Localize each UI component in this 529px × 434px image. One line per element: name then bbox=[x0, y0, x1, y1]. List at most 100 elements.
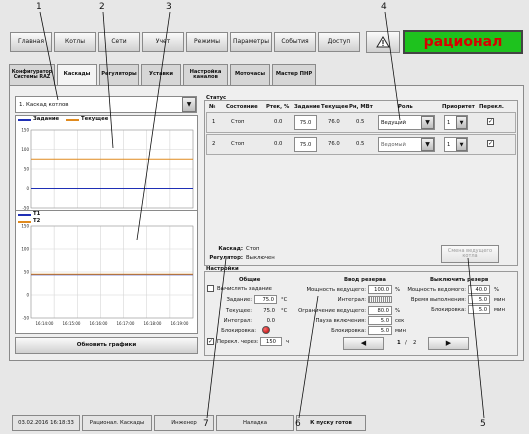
nav-main-button[interactable]: Главная bbox=[10, 32, 52, 52]
reserve-out-power-input[interactable]: 40.0 bbox=[468, 285, 490, 294]
reserve-out-time-label: Время выполнения: bbox=[410, 297, 466, 303]
callout-5: 5 bbox=[480, 419, 486, 429]
table-row bbox=[206, 134, 516, 155]
reserve-out-block-input[interactable]: 5.0 bbox=[468, 305, 490, 314]
reserve-in-block-input[interactable]: 5.0 bbox=[368, 326, 392, 335]
reserve-in-block-unit: мин bbox=[395, 328, 406, 334]
y-tick-label: -50 bbox=[22, 206, 29, 211]
row1-current: 76.0 bbox=[328, 119, 340, 125]
nav-events-button[interactable]: События bbox=[274, 32, 316, 52]
tab-motor-hours[interactable]: Моточасы bbox=[230, 64, 270, 85]
reserve-out-power-label: Мощность ведомого: bbox=[407, 287, 466, 293]
nav-boilers-button[interactable]: Котлы bbox=[54, 32, 96, 52]
callout-6: 6 bbox=[295, 419, 301, 429]
row2-role-select[interactable]: Ведомый bbox=[378, 137, 435, 152]
regulator-status-label: Регулятор: bbox=[209, 255, 243, 261]
general-block-label: Блокировка: bbox=[221, 328, 256, 334]
row2-current: 76.0 bbox=[328, 141, 340, 147]
row2-role-arrow[interactable]: ▼ bbox=[421, 138, 434, 151]
page-next-button[interactable]: ▶ bbox=[428, 337, 469, 350]
change-leader-button[interactable]: Смена ведущего котла bbox=[441, 245, 499, 263]
switch-through-checkbox[interactable]: ✓ bbox=[207, 338, 214, 345]
reserve-out-power-unit: % bbox=[494, 287, 500, 293]
callout-4: 4 bbox=[381, 2, 387, 12]
row2-priority-value: 1 bbox=[447, 141, 451, 148]
row1-number: 1 bbox=[212, 119, 216, 125]
y-tick-label: 150 bbox=[21, 128, 29, 133]
reserve-out-time-input[interactable]: 5.0 bbox=[468, 295, 490, 304]
switch-through-input[interactable]: 150 bbox=[260, 337, 282, 346]
cascade-select-value: 1. Каскад котлов bbox=[19, 101, 69, 108]
reserve-out-time-unit: мин bbox=[494, 297, 505, 303]
row2-priority-arrow[interactable]: ▼ bbox=[456, 138, 467, 151]
row1-priority-arrow[interactable]: ▼ bbox=[456, 116, 467, 129]
row1-priority-value: 1 bbox=[447, 119, 451, 126]
page-total: 2 bbox=[413, 340, 417, 346]
y-tick-label: 0 bbox=[26, 186, 29, 191]
row2-switch-checkbox[interactable]: ✓ bbox=[487, 140, 494, 147]
nav-params-button[interactable]: Параметры bbox=[230, 32, 272, 52]
col-ptek: Ртек, % bbox=[266, 104, 290, 110]
general-setpoint-unit: °C bbox=[281, 297, 288, 303]
page-current: 1 bbox=[397, 340, 401, 346]
x-tick-label: 16:14:00 bbox=[36, 321, 54, 326]
y-tick-label: -50 bbox=[22, 316, 29, 321]
tab-commissioning-wizard[interactable]: Мастер ПНР bbox=[272, 64, 316, 85]
general-current-label: Текущее: bbox=[225, 308, 252, 314]
reserve-in-integral-bar bbox=[368, 296, 392, 303]
table-row bbox=[206, 112, 516, 133]
nav-modes-button[interactable]: Режимы bbox=[186, 32, 228, 52]
legend-current-label: Текущее bbox=[81, 116, 109, 122]
reserve-out-title: Выключить резерв bbox=[430, 277, 489, 283]
general-setpoint-input[interactable]: 75.0 bbox=[254, 295, 277, 304]
reserve-out-block-label: Блокировка: bbox=[431, 307, 466, 313]
reserve-in-title: Ввод резерва bbox=[344, 277, 386, 283]
arrow-left-icon: ◀ bbox=[360, 338, 367, 347]
row2-pn: 0.5 bbox=[356, 141, 365, 147]
warning-button[interactable] bbox=[366, 31, 400, 53]
nav-metering-button[interactable]: Учет bbox=[142, 32, 184, 52]
legend-swatch-current bbox=[66, 119, 79, 121]
refresh-charts-button[interactable]: Обновить графики bbox=[15, 337, 198, 354]
row2-setpoint-input[interactable]: 75.0 bbox=[294, 137, 317, 152]
tab-cascades[interactable]: Каскады bbox=[57, 64, 97, 85]
chevron-down-icon: ▼ bbox=[425, 141, 430, 148]
legend-t1-label: T1 bbox=[33, 211, 41, 217]
regulator-status-value: Выключен bbox=[246, 255, 275, 261]
reserve-in-pause-label: Пауза включения: bbox=[315, 318, 366, 324]
row2-role-value: Ведомый bbox=[381, 141, 406, 148]
plot-frame bbox=[30, 225, 194, 319]
tab-configurator[interactable]: Конфигуратор Системы RAZ bbox=[9, 64, 55, 85]
tab-setpoints[interactable]: Уставки bbox=[141, 64, 181, 85]
col-setpoint: Задание bbox=[294, 104, 321, 110]
tab-regulators[interactable]: Регуляторы bbox=[99, 64, 139, 85]
row1-switch-checkbox[interactable]: ✓ bbox=[487, 118, 494, 125]
cascade-select-arrow[interactable]: ▼ bbox=[182, 97, 196, 112]
chevron-down-icon: ▼ bbox=[459, 119, 464, 126]
reserve-in-pause-input[interactable]: 5.0 bbox=[368, 316, 392, 325]
col-priority: Приоритет bbox=[442, 104, 475, 110]
nav-access-button[interactable]: Доступ bbox=[318, 32, 360, 52]
row2-ptek: 0.0 bbox=[274, 141, 283, 147]
row1-role-value: Ведущий bbox=[381, 119, 407, 126]
block-indicator-lamp bbox=[262, 326, 270, 334]
calc-setpoint-checkbox[interactable] bbox=[207, 285, 214, 292]
x-tick-label: 16:18:00 bbox=[144, 321, 162, 326]
reserve-in-power-label: Мощность ведущего: bbox=[306, 287, 366, 293]
page-prev-button[interactable]: ◀ bbox=[343, 337, 384, 350]
y-tick-label: 150 bbox=[21, 224, 29, 229]
reserve-in-limit-input[interactable]: 80.0 bbox=[368, 306, 392, 315]
reserve-in-power-input[interactable]: 100.0 bbox=[368, 285, 392, 294]
statusbar-datetime: 03.02.2016 16:18:33 bbox=[12, 415, 80, 431]
row1-role-arrow[interactable]: ▼ bbox=[421, 116, 434, 129]
cascade-select[interactable]: 1. Каскад котлов bbox=[15, 96, 197, 113]
row1-setpoint-input[interactable]: 75.0 bbox=[294, 115, 317, 130]
tab-channel-setup[interactable]: Настройка каналов bbox=[183, 64, 228, 85]
nav-networks-button[interactable]: Сети bbox=[98, 32, 140, 52]
reserve-in-integral-label: Интеграл: bbox=[337, 297, 366, 303]
general-integral-label: Интеграл: bbox=[223, 318, 252, 324]
x-tick-label: 16:17:00 bbox=[117, 321, 135, 326]
reserve-out-block-unit: мин bbox=[494, 307, 505, 313]
y-tick-label: 100 bbox=[21, 147, 29, 152]
